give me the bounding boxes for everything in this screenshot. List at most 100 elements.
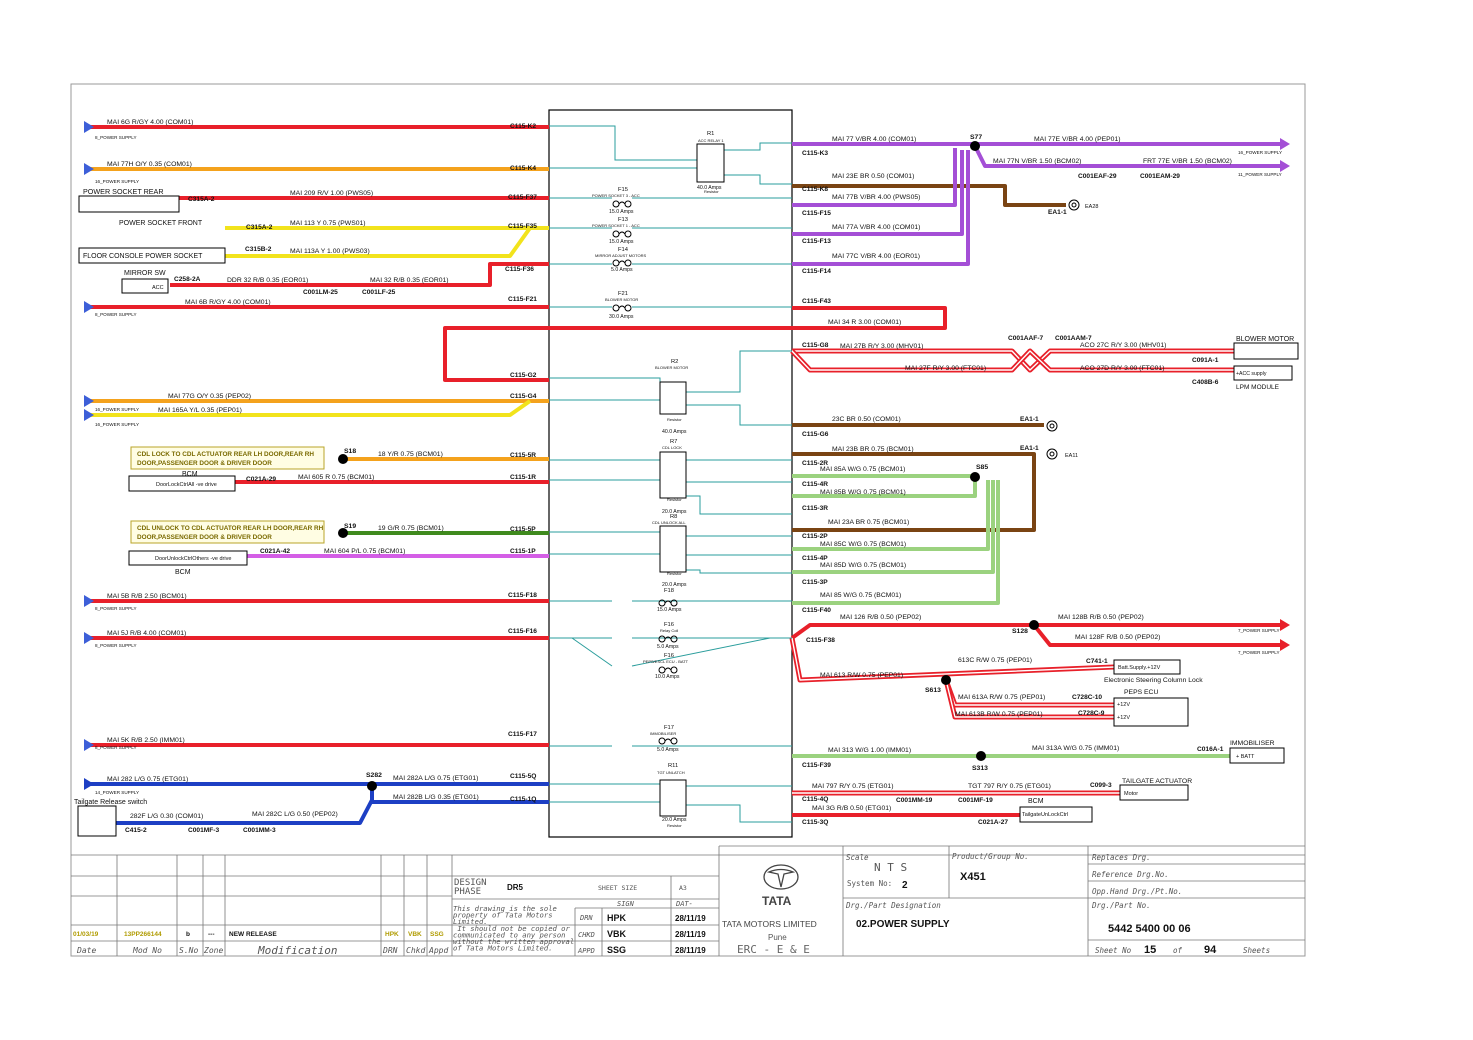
box-escl [1113, 659, 1181, 675]
supply-arrow-icon [84, 409, 94, 421]
fuse-box-label-r11: R11 [668, 763, 678, 769]
component-label-bcm: BCM [182, 471, 198, 478]
supply-label: 8_POWER SUPPLY [95, 745, 137, 750]
title-block-chkd-lbl: Chkd [406, 946, 425, 955]
supply-arrow-icon [84, 778, 94, 790]
resistor-label: Resistor [667, 417, 682, 422]
supply-arrow-icon [1280, 619, 1290, 631]
wire-label: MAI 32 R/B 0.35 (EOR01) [370, 277, 449, 284]
title-block-drn-row-lbl: DRN [579, 914, 593, 922]
wire-label: MAI 313 W/G 1.00 (IMM01) [828, 747, 911, 754]
fuse-box-label-r8-amps: 20.0 Amps [662, 582, 687, 588]
wire-label: MAI 613B R/W 0.75 (PEP01) [955, 711, 1043, 718]
component-label-ea11: EA11 [1065, 453, 1078, 459]
component-label-mirror-sw: MIRROR SW [124, 270, 166, 277]
connector-label: C001MM-3 [243, 827, 276, 834]
title-block-part-no-val: 5442 5400 00 06 [1108, 923, 1191, 935]
wire-label: ACO 27C R/Y 3.00 (MHV01) [1080, 342, 1166, 349]
splice-label: S19 [344, 523, 356, 530]
title-block-system-no-val: 2 [902, 880, 908, 891]
tata-logo-icon [763, 864, 799, 890]
wire-label: TGT 797 R/Y 0.75 (ETG01) [968, 783, 1051, 790]
fuse-box-label-r11-sub: TGT UNLATCH [657, 770, 685, 775]
wire-label: MAI 77 V/BR 4.00 (COM01) [832, 136, 916, 143]
supply-arrow-icon [1280, 138, 1290, 150]
connector-label: C021A-29 [246, 476, 276, 483]
title-block-sheet-size-val: A3 [679, 884, 687, 892]
relay-r7 [659, 451, 687, 499]
wire-label: MAI 128B R/B 0.50 (PEP02) [1058, 614, 1144, 621]
splice-label: S77 [970, 134, 982, 141]
title-block-part-no-lbl: Drg./Part No. [1091, 901, 1151, 910]
fuse-box-label-f17-amps: 5.0 Amps [657, 747, 679, 753]
title-block-sno-val: b [186, 931, 190, 938]
component-boxes [77, 195, 1299, 837]
title-block-modification-val: NEW RELEASE [229, 931, 277, 938]
wire-label: MAI 77H O/Y 0.35 (COM01) [107, 161, 192, 168]
wire-label: MAI 6B R/GY 4.00 (COM01) [185, 299, 271, 306]
title-block-chkd-row-sign: VBK [607, 929, 627, 939]
supply-arrow-icon [84, 163, 94, 175]
title-block-zone-lbl: Zone [203, 946, 223, 955]
connector-label: C091A-1 [1192, 357, 1219, 364]
supply-label: 14_POWER SUPPLY [95, 790, 139, 795]
connector-label: C001MF-3 [188, 827, 219, 834]
title-block-modification-lbl: Modification [257, 944, 337, 957]
wire-label: MAI 85D W/G 0.75 (BCM01) [820, 562, 906, 569]
title-block-design-phase-val: DR5 [507, 883, 524, 892]
title-block-system-no-lbl: System No: [847, 879, 892, 888]
wire-label: MAI 282C L/G 0.50 (PEP02) [252, 811, 338, 818]
fuse-box-label-f16b-amps: 10.0 Amps [655, 674, 680, 680]
wire-label: MAI 3G R/B 0.50 (ETG01) [812, 805, 891, 812]
title-block-sign-lbl: SIGN [617, 900, 635, 908]
wire-segment [790, 623, 1285, 640]
supply-label: 8_POWER SUPPLY [95, 643, 137, 648]
wire-segment [792, 452, 1036, 532]
connector-label: C115-F38 [806, 637, 835, 644]
box-peps [1113, 697, 1189, 727]
title-block-product-group-lbl: Product/Group No. [952, 852, 1029, 861]
resistor-label: Resistor [704, 189, 719, 194]
wire-label: MAI 128F R/B 0.50 (PEP02) [1075, 634, 1160, 641]
title-block-appd-row-lbl: APPD [577, 947, 595, 955]
component-label-tailgate-release-switch: Tailgate Release switch [74, 799, 147, 806]
component-label-batt-supply: Batt.Supply.+12V [1118, 665, 1161, 671]
connector-label: C115-G2 [510, 372, 537, 379]
ground-symbols [1046, 199, 1080, 460]
title-block-reference-lbl: Reference Drg.No. [1092, 870, 1169, 879]
title-block-date-lbl: Date [76, 946, 96, 955]
component-label-bcm: BCM [175, 569, 191, 576]
connector-label: C115-F35 [508, 223, 537, 230]
component-label-bcm: BCM [1028, 798, 1044, 805]
wire-label: MAI 77N V/BR 1.50 (BCM02) [993, 158, 1081, 165]
title-block-appd-row-date: 28/11/19 [675, 946, 706, 955]
supply-label: 7_POWER SUPPLY [1238, 650, 1280, 655]
box-mirror-sw [121, 278, 169, 294]
connector-label: C115-F14 [802, 268, 831, 275]
fuse-box-label-r7: R7 [670, 439, 677, 445]
title-block-part-designation-val: 02.POWER SUPPLY [856, 919, 950, 930]
connector-label: C115-3P [802, 579, 828, 586]
wire-segment [84, 399, 532, 417]
fuse-box-label-r1: R1 [707, 131, 714, 137]
splice-label: S282 [366, 772, 382, 779]
wire-segment [792, 150, 970, 266]
wire-label: MAI 209 R/V 1.00 (PWS05) [290, 190, 373, 197]
connector-label: C115-F18 [508, 592, 537, 599]
title-block-of-lbl: of [1173, 946, 1183, 955]
supply-arrow-icon [84, 595, 94, 607]
fuse-box-label-f21: F21 [618, 291, 628, 297]
component-label-lpm-module: LPM MODULE [1236, 384, 1280, 391]
connector-label: C115-4P [802, 555, 828, 562]
fuse-box-label-f13-sub: POWER SOCKET 1 - ACC [592, 223, 640, 228]
wire-label: DDR 32 R/B 0.35 (EOR01) [227, 277, 308, 284]
box-tailgate-unlock [1019, 806, 1093, 823]
connector-label: C115-F13 [802, 238, 831, 245]
title-block-drn-row-sign: HPK [607, 913, 627, 923]
title-block-appd-row-sign: SSG [607, 945, 626, 955]
component-label-batt: + BATT [1236, 754, 1255, 760]
wire-label: MAI 605 R 0.75 (BCM01) [298, 474, 374, 481]
supply-label: 16_POWER SUPPLY [1238, 150, 1282, 155]
wire-label: MAI 613A R/W 0.75 (PEP01) [958, 694, 1045, 701]
box-door-unlock [128, 550, 248, 566]
